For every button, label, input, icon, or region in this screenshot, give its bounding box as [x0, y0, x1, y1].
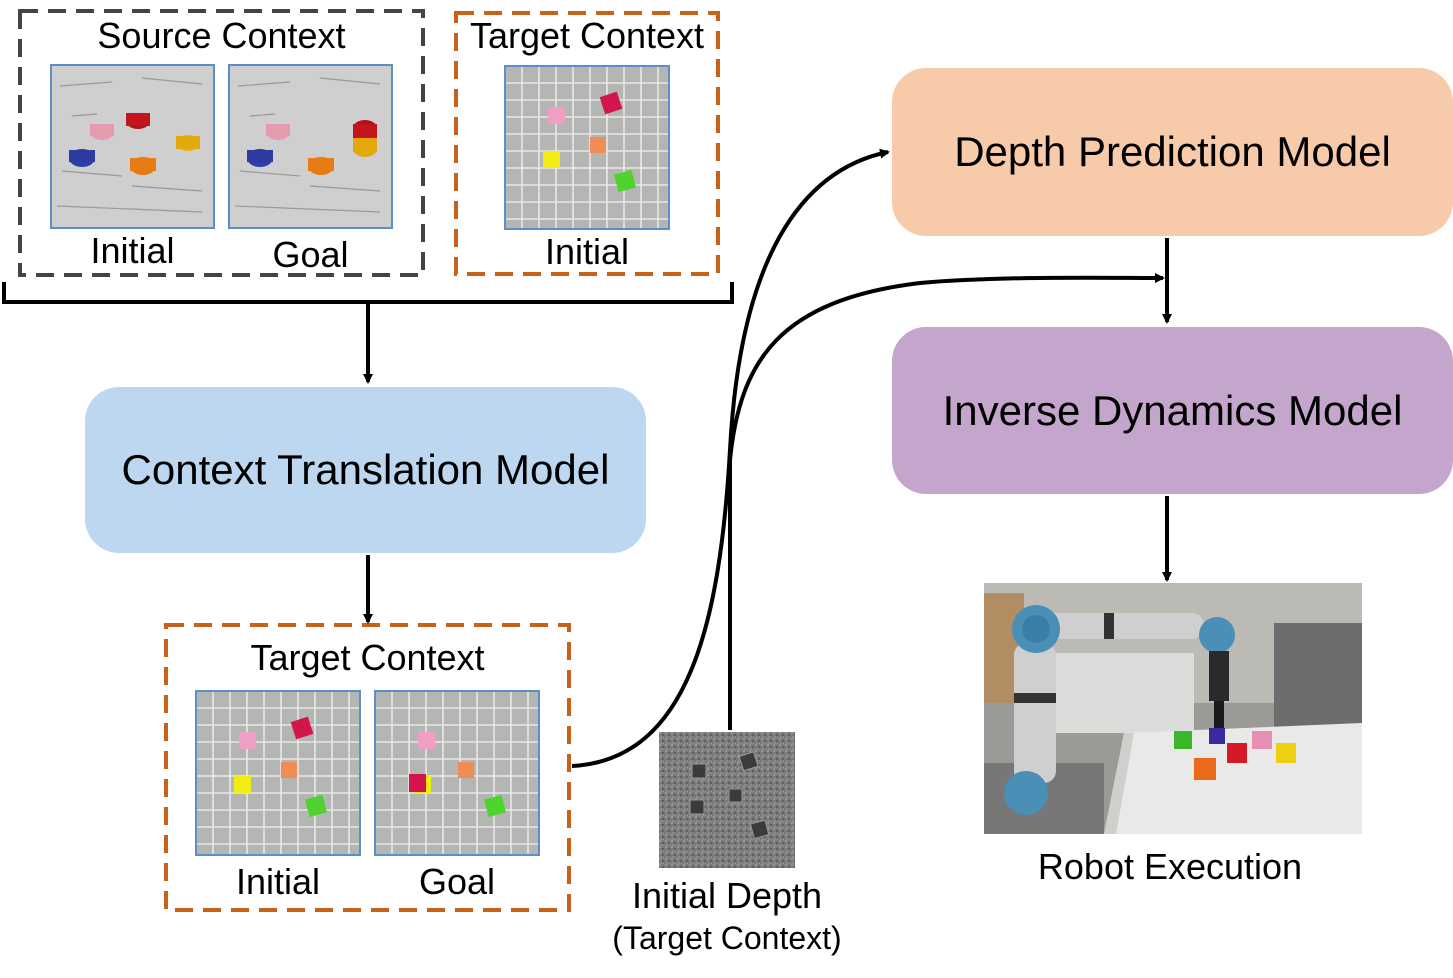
target-context-bottom-title: Target Context [250, 637, 485, 678]
target-context-top-frame [454, 11, 720, 276]
source-initial-label: Initial [90, 230, 175, 271]
initial-depth-sublabel: (Target Context) [612, 920, 842, 956]
context-translation-model-label: Context Translation Model [121, 446, 610, 493]
source-goal-label: Goal [272, 234, 349, 275]
context-brace [2, 282, 734, 304]
target-bottom-goal-image [374, 690, 540, 856]
source-goal-image [228, 64, 393, 229]
target-context-bottom-frame [164, 623, 571, 912]
depth-prediction-model: Depth Prediction Model [892, 68, 1453, 236]
source-initial-image [50, 64, 215, 229]
target-bottom-initial-image [195, 690, 361, 856]
robot-execution-photo [984, 583, 1362, 834]
arrow-depth-to-idm [728, 272, 1165, 730]
context-translation-model: Context Translation Model [85, 387, 646, 553]
source-context-frame [18, 9, 425, 277]
source-context-title: Source Context [97, 15, 346, 56]
inverse-dynamics-model: Inverse Dynamics Model [892, 327, 1453, 494]
robot-execution-label: Robot Execution [1037, 846, 1303, 887]
target-bottom-goal-label: Goal [418, 861, 496, 902]
inverse-dynamics-model-label: Inverse Dynamics Model [942, 386, 1403, 434]
target-context-top-title: Target Context [469, 15, 705, 56]
initial-depth-image [659, 732, 795, 868]
depth-prediction-model-label: Depth Prediction Model [954, 128, 1391, 175]
initial-depth-label: Initial Depth [631, 875, 823, 916]
target-top-initial-image [504, 65, 670, 230]
target-bottom-initial-label: Initial [235, 861, 321, 902]
target-top-initial-label: Initial [544, 231, 630, 272]
